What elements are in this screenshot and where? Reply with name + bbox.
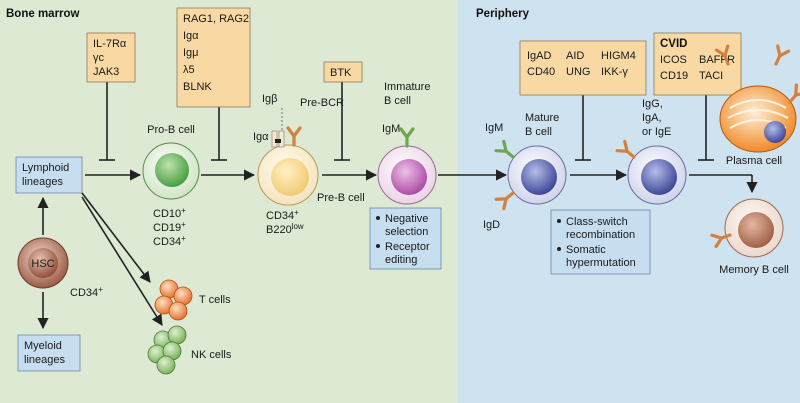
nk-cells-label: NK cells <box>191 349 232 361</box>
gene-btk: BTK <box>330 67 352 79</box>
hsc-cell: HSC <box>17 237 69 289</box>
switched-label-1: IgG, <box>642 98 663 110</box>
memory-b-cell <box>710 198 784 258</box>
memory-b-label: Memory B cell <box>719 264 789 276</box>
myeloid-label-1: Myeloid <box>24 340 62 352</box>
inhibition-lines <box>99 82 714 161</box>
gene-baffr: BAFFR <box>699 54 735 66</box>
t-cells <box>154 279 193 321</box>
igalpha-label: Igα <box>253 131 269 143</box>
gene-il7ra: IL-7Rα <box>93 38 127 50</box>
lymphoid-label-2: lineages <box>22 176 63 188</box>
immature-b-cell <box>377 127 437 205</box>
gene-lambda5: λ5 <box>183 64 195 76</box>
pre-bcr-receptor <box>271 108 302 148</box>
inhibitor-box-btk: BTK <box>323 61 363 83</box>
gene-iga: Igα <box>183 30 199 42</box>
switched-b-cell <box>615 139 687 205</box>
gene-gc: γc <box>93 52 105 64</box>
pro-b-marker-cd34: CD34+ <box>153 234 186 248</box>
gene-taci: TACI <box>699 70 723 82</box>
immature-b-label-2: B cell <box>384 95 411 107</box>
switched-label-3: or IgE <box>642 126 671 138</box>
pro-b-label: Pro-B cell <box>147 124 195 136</box>
nk-cells <box>147 325 187 375</box>
mature-igm-label: IgM <box>485 122 503 134</box>
gene-cd40: CD40 <box>527 66 555 78</box>
info-selection: selection <box>385 226 428 238</box>
gene-ikkg: IKK-γ <box>601 66 628 78</box>
info-class-switch: Class-switch <box>566 216 628 228</box>
mature-b-label-2: B cell <box>525 126 552 138</box>
mature-info-box: Class-switch recombination Somatic hyper… <box>550 209 651 275</box>
pro-b-cell <box>142 142 200 200</box>
gene-higm4: HIGM4 <box>601 50 636 62</box>
info-receptor: Receptor <box>385 241 430 253</box>
info-hypermutation: hypermutation <box>566 257 636 269</box>
inhibitor-box-cvid: CVID ICOS CD19 BAFFR TACI <box>653 32 742 96</box>
pre-b-cell <box>257 144 319 206</box>
gene-aid: AID <box>566 50 584 62</box>
info-editing: editing <box>385 254 417 266</box>
gene-cd19: CD19 <box>660 70 688 82</box>
gene-blnk: BLNK <box>183 81 212 93</box>
pre-b-label: Pre-B cell <box>317 192 365 204</box>
periphery-title: Periphery <box>476 8 530 20</box>
myeloid-label-2: lineages <box>24 354 65 366</box>
inhibitor-box-prob: IL-7Rα γc JAK3 <box>86 32 136 83</box>
pre-b-marker-b220: B220low <box>266 222 304 236</box>
lymphoid-lineages-box: Lymphoid lineages <box>15 156 83 194</box>
inhibitor-box-csr: IgAD CD40 AID UNG HIGM4 IKK-γ <box>519 40 647 96</box>
hsc-arrows <box>37 192 163 330</box>
gene-igad: IgAD <box>527 50 552 62</box>
gene-igm: Igμ <box>183 47 199 59</box>
pro-b-marker-cd10: CD10+ <box>153 206 186 220</box>
switched-label-2: IgA, <box>642 112 662 124</box>
info-somatic: Somatic <box>566 244 606 256</box>
pre-bcr-label: Pre-BCR <box>300 97 344 109</box>
gene-icos: ICOS <box>660 54 687 66</box>
gene-ung: UNG <box>566 66 590 78</box>
plasma-cell-label: Plasma cell <box>726 155 782 167</box>
info-negative: Negative <box>385 213 428 225</box>
pre-b-marker-cd34: CD34+ <box>266 208 299 222</box>
immature-b-label-1: Immature <box>384 81 430 93</box>
mature-b-label-1: Mature <box>525 112 559 124</box>
igd-label: IgD <box>483 219 500 231</box>
lymphoid-label-1: Lymphoid <box>22 162 69 174</box>
bone-marrow-title: Bone marrow <box>6 8 80 20</box>
main-flow-arrows <box>85 169 758 194</box>
info-recombination: recombination <box>566 229 635 241</box>
mature-b-cell <box>494 139 567 211</box>
igbeta-label: Igβ <box>262 93 278 105</box>
plasma-cell <box>719 85 797 153</box>
hsc-marker: CD34+ <box>70 285 103 299</box>
t-cells-label: T cells <box>199 294 231 306</box>
myeloid-lineages-box: Myeloid lineages <box>17 334 81 372</box>
inhibitor-box-rag: RAG1, RAG2 Igα Igμ λ5 BLNK <box>176 7 251 108</box>
immature-igm-label: IgM <box>382 123 400 135</box>
gene-jak3: JAK3 <box>93 66 119 78</box>
pro-b-marker-cd19: CD19+ <box>153 220 186 234</box>
hsc-label: HSC <box>31 258 54 270</box>
gene-rag: RAG1, RAG2 <box>183 13 249 25</box>
cvid-title: CVID <box>660 38 687 50</box>
immature-info-box: Negative selection Receptor editing <box>369 207 442 270</box>
